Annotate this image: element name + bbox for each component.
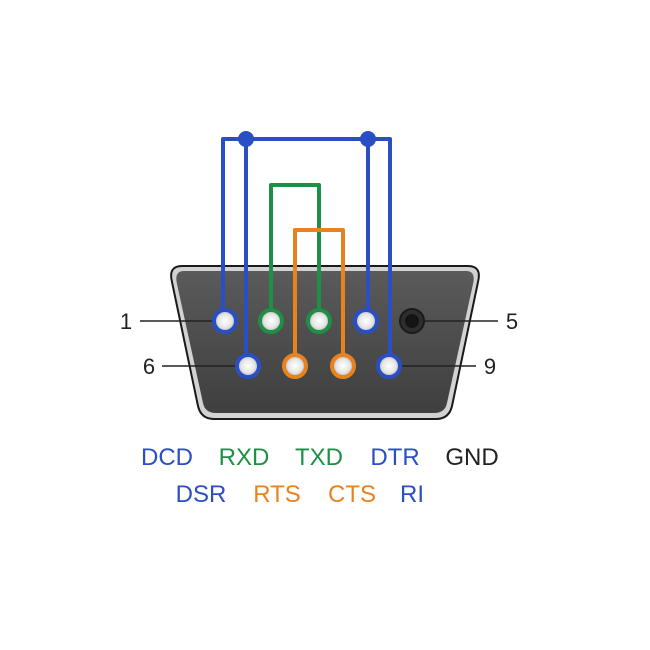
pin-number-6: 6 — [143, 354, 155, 379]
pin-6 — [235, 353, 261, 379]
signal-label-dcd: DCD — [141, 444, 193, 471]
pin-7 — [282, 353, 308, 379]
signal-label-dtr: DTR — [370, 444, 419, 471]
junction-dot-right — [360, 131, 376, 147]
pin-number-5: 5 — [506, 309, 518, 334]
junction-dot-left — [238, 131, 254, 147]
signal-label-rxd: RXD — [219, 444, 270, 471]
wire-rts-cts — [293, 228, 345, 358]
wire-rxd-txd — [269, 183, 321, 314]
pin-number-1: 1 — [120, 309, 132, 334]
pin-5 — [399, 308, 425, 334]
signal-label-rts: RTS — [253, 481, 301, 508]
pin-1 — [212, 308, 238, 334]
pin-3 — [306, 308, 332, 334]
signal-label-txd: TXD — [295, 444, 343, 471]
pin-2 — [258, 308, 284, 334]
pin-4 — [353, 308, 379, 334]
signal-label-gnd: GND — [445, 444, 498, 471]
signal-label-dsr: DSR — [176, 481, 227, 508]
pin-number-9: 9 — [484, 354, 496, 379]
signal-label-ri: RI — [400, 481, 424, 508]
connector-shell-body — [176, 271, 474, 413]
wire-dcd — [221, 137, 370, 314]
pin-9 — [376, 353, 402, 379]
pin-8 — [330, 353, 356, 379]
signal-label-cts: CTS — [328, 481, 376, 508]
